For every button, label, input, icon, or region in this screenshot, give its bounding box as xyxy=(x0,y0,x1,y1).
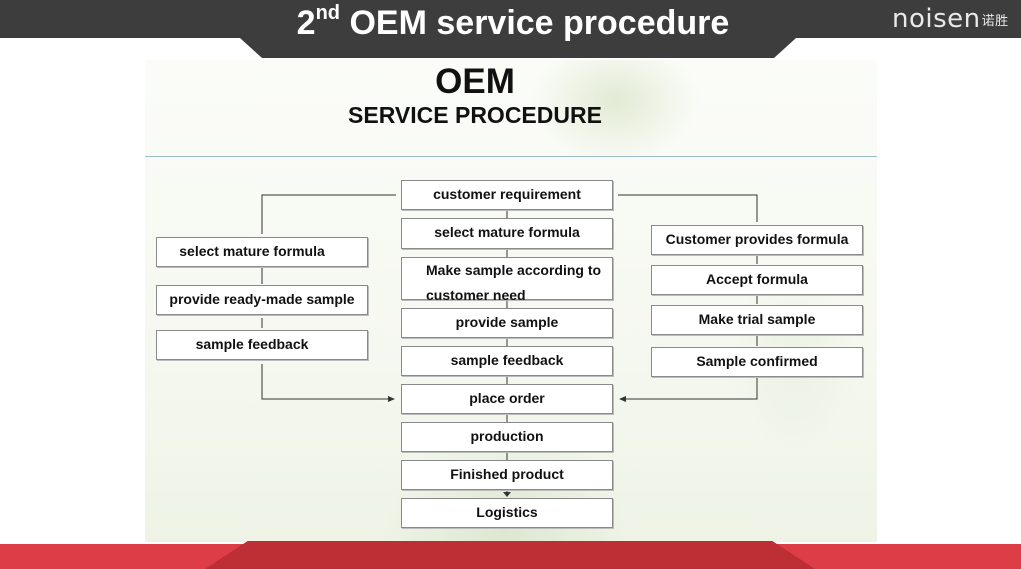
step-customer-requirement: customer requirement xyxy=(401,180,613,210)
left-provide-ready-made-sample: provide ready-made sample xyxy=(156,285,368,315)
header-tab xyxy=(198,0,838,58)
diagram-heading: OEM xyxy=(435,62,515,101)
title-superscript: nd xyxy=(315,2,341,24)
step-production: production xyxy=(401,422,613,452)
footer-tab xyxy=(205,541,815,569)
right-make-trial-sample: Make trial sample xyxy=(651,305,863,335)
right-sample-confirmed: Sample confirmed xyxy=(651,347,863,377)
divider-line xyxy=(145,156,877,157)
brand-logo: noisen诺胜 xyxy=(892,3,1012,35)
step-select-mature-formula: select mature formula xyxy=(401,218,613,249)
title-prefix: 2 xyxy=(296,4,316,42)
step-sample-feedback: sample feedback xyxy=(401,346,613,376)
left-sample-feedback: sample feedback xyxy=(156,330,368,360)
left-select-mature-formula: select mature formula xyxy=(156,237,368,267)
step-finished-product: Finished product xyxy=(401,460,613,490)
step-make-sample: Make sample according to customer need xyxy=(401,257,613,303)
logo-cn-text: 诺胜 xyxy=(981,14,1009,29)
logo-text: noisen xyxy=(892,4,981,34)
title-rest: OEM service procedure xyxy=(340,4,730,42)
right-customer-provides-formula: Customer provides formula xyxy=(651,225,863,255)
right-accept-formula: Accept formula xyxy=(651,265,863,295)
step-provide-sample: provide sample xyxy=(401,308,613,338)
diagram-subheading: SERVICE PROCEDURE xyxy=(348,102,602,128)
slide-title: 2nd OEM service procedure xyxy=(200,0,826,48)
step-place-order: place order xyxy=(401,384,613,414)
step-logistics: Logistics xyxy=(401,498,613,528)
